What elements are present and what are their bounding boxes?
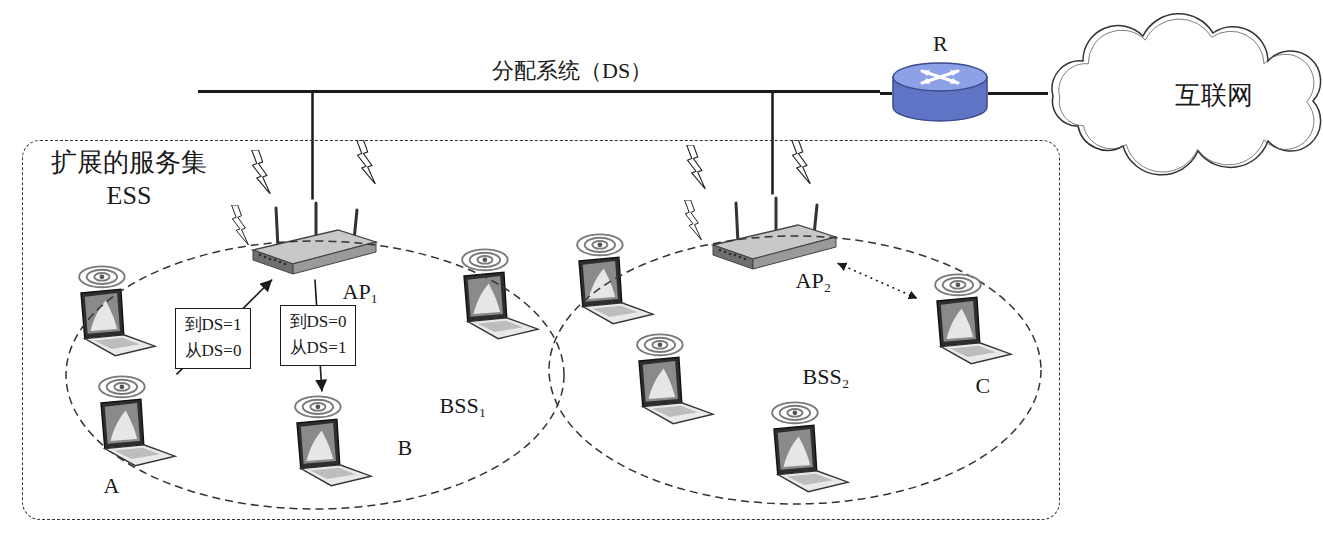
station-laptop-shape [82, 372, 177, 472]
node-label: 互联网 [1175, 80, 1253, 113]
station-laptop-icon [99, 376, 175, 465]
node-label: 分配系统（DS） [492, 57, 652, 85]
access-point-icon [253, 203, 376, 274]
node-label: C [976, 372, 991, 400]
basic-service-set: BSS₁ A B [65, 240, 565, 510]
station-laptop-shape [278, 392, 373, 492]
signal-bolt [232, 205, 249, 245]
node-label: B [398, 434, 413, 462]
signal-bolt [357, 140, 376, 184]
dashed-ellipse [66, 241, 564, 509]
access-point-shape [708, 195, 838, 275]
router-icon: R [892, 62, 988, 122]
station-laptop-icon [935, 274, 1011, 363]
station-laptop-shape [918, 270, 1013, 370]
basic-service-set: BSS₂ C [548, 235, 1042, 505]
cloud-inner-outline [1059, 19, 1314, 172]
internet-cloud: 互联网 [1048, 18, 1318, 158]
signal-bolt [687, 145, 706, 189]
station-laptop: C [918, 270, 1013, 370]
connector [771, 93, 774, 195]
connector [838, 263, 918, 298]
node-label: AP₂ [796, 267, 832, 295]
laptop-icon [772, 402, 848, 491]
edge-label-holder: 到DS=1 从DS=0 [175, 308, 251, 369]
distribution-system-bus: 分配系统（DS） [198, 52, 880, 93]
node-label: A [104, 472, 120, 500]
edge-label-holder: 到DS=0 从DS=1 [280, 305, 356, 366]
laptop-icon [577, 234, 653, 323]
signal-bolt [252, 150, 271, 194]
node-label: BSS₁ [440, 392, 487, 420]
laptop-icon [462, 249, 538, 338]
station-laptop: B [278, 392, 373, 492]
router-icon-icon [893, 63, 987, 121]
access-point: AP₁ [248, 200, 378, 280]
router-icon-shape [892, 62, 988, 122]
signal-bolt [685, 200, 702, 240]
station-laptop-icon [295, 396, 371, 485]
access-point-icon [713, 198, 836, 269]
connector [880, 92, 892, 95]
laptop-icon [79, 266, 155, 355]
laptop-icon [637, 334, 713, 423]
node-label: 扩展的服务集 ESS [39, 147, 219, 212]
dashed-ellipse [549, 236, 1041, 504]
cloud-outline [1052, 14, 1321, 175]
node-label: AP₁ [343, 278, 379, 306]
connector [311, 93, 314, 200]
edge-label: 到DS=0 从DS=1 [280, 305, 356, 366]
station-laptop: A [82, 372, 177, 472]
connector [988, 92, 1048, 95]
access-point-shape [248, 200, 378, 280]
node-label: BSS₂ [803, 363, 850, 391]
signal-bolt [792, 140, 811, 184]
node-label: R [933, 30, 948, 58]
edge-label: 到DS=1 从DS=0 [175, 308, 251, 369]
access-point: AP₂ [708, 195, 838, 275]
